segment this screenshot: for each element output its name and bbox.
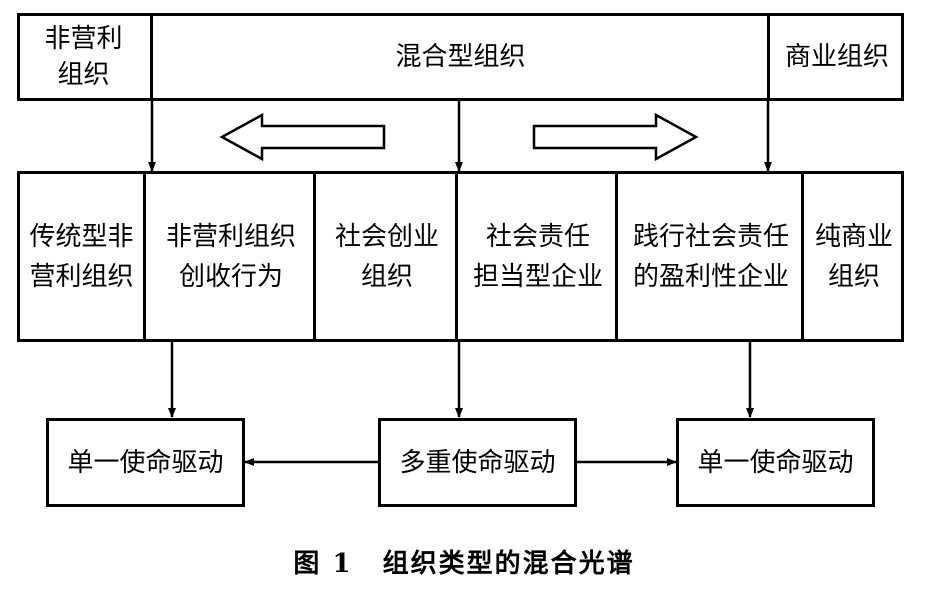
middle-cell-2-line-1: 非营利组织	[165, 221, 296, 252]
bottom-left-single-mission-box: 单一使命驱动	[46, 418, 245, 507]
middle-cell-6-line-2: 组织	[827, 261, 880, 292]
bottom-right-single-mission-box: 单一使命驱动	[676, 418, 875, 507]
top-hybrid-cell: 混合型组织	[153, 13, 768, 101]
middle-cell-5-line-2: 的盈利性企业	[632, 261, 789, 292]
top-hybrid-label: 混合型组织	[395, 42, 526, 72]
middle-cell-1-line-1: 传统型非	[29, 221, 134, 252]
hollow-arrow-right	[532, 112, 699, 162]
hollow-arrow-left	[219, 112, 386, 162]
figure-caption: 图 1 组织类型的混合光谱	[0, 543, 928, 580]
bottom-right-label: 单一使命驱动	[697, 447, 854, 478]
top-commercial-label: 商业组织	[784, 42, 889, 72]
middle-cell-social-enterprise: 社会创业 组织	[319, 174, 458, 339]
middle-cell-2-line-2: 创收行为	[178, 261, 283, 292]
middle-cell-3-line-1: 社会创业	[334, 221, 439, 252]
top-row-frame	[17, 13, 904, 101]
bottom-center-multi-mission-box: 多重使命驱动	[378, 418, 577, 507]
middle-cell-3-line-2: 组织	[360, 261, 413, 292]
middle-cell-traditional-nonprofit: 传统型非 营利组织	[20, 174, 146, 339]
middle-cell-profit-csr-enterprise: 践行社会责任 的盈利性企业	[621, 174, 804, 339]
middle-cell-4-line-2: 担当型企业	[472, 261, 603, 292]
top-nonprofit-line-2: 组织	[57, 60, 110, 90]
middle-cell-1-line-2: 营利组织	[29, 261, 134, 292]
top-nonprofit-cell: 非营利 组织	[17, 13, 153, 101]
top-nonprofit-line-1: 非营利	[44, 24, 123, 54]
middle-cell-6-line-1: 纯商业	[814, 221, 893, 252]
bottom-left-label: 单一使命驱动	[67, 447, 224, 478]
middle-cell-4-line-1: 社会责任	[485, 221, 590, 252]
middle-cell-pure-commercial: 纯商业 组织	[807, 174, 901, 339]
middle-cell-5-line-1: 践行社会责任	[632, 221, 789, 252]
bottom-center-label: 多重使命驱动	[399, 447, 556, 478]
figure-title: 组织类型的混合光谱	[382, 549, 635, 579]
middle-cell-nonprofit-revenue: 非营利组织 创收行为	[149, 174, 316, 339]
top-commercial-cell: 商业组织	[767, 13, 904, 101]
middle-cell-csr-enterprise: 社会责任 担当型企业	[461, 174, 618, 339]
middle-row-frame	[17, 171, 904, 342]
figure-number: 图 1	[293, 549, 353, 579]
